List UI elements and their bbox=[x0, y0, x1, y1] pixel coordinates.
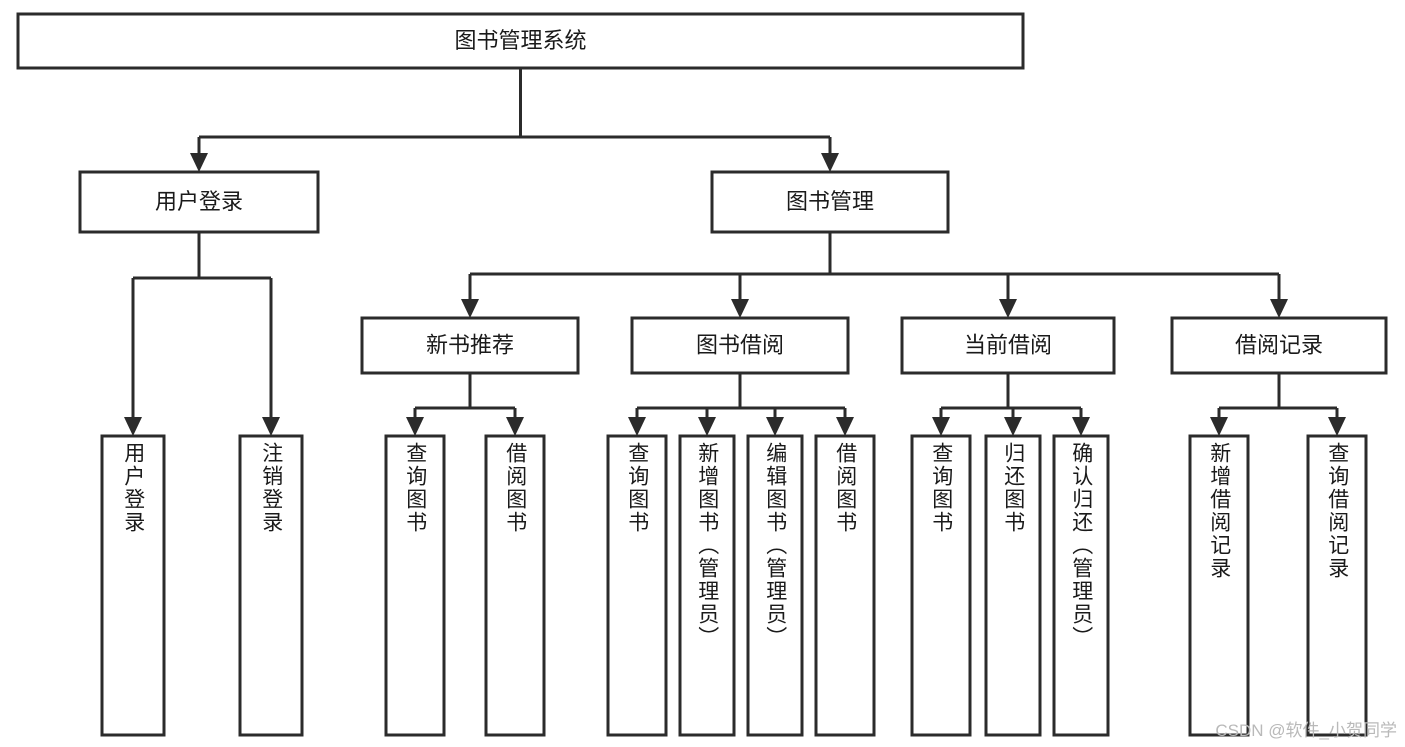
arrow-head-icon bbox=[821, 153, 839, 172]
node-box-leaf-3[interactable] bbox=[484, 434, 546, 737]
arrow-head-icon bbox=[190, 153, 208, 172]
node-box-leaf-8[interactable] bbox=[910, 434, 972, 737]
arrow-head-icon bbox=[999, 299, 1017, 318]
arrow-head-icon bbox=[1210, 417, 1228, 436]
node-box-leaf-0[interactable] bbox=[100, 434, 166, 737]
node-box-leaf-7[interactable] bbox=[814, 434, 876, 737]
node-label-root: 图书管理系统 bbox=[454, 28, 586, 53]
arrow-head-icon bbox=[461, 299, 479, 318]
arrow-head-icon bbox=[1328, 417, 1346, 436]
arrow-head-icon bbox=[1004, 417, 1022, 436]
arrow-head-icon bbox=[836, 417, 854, 436]
arrow-head-icon bbox=[628, 417, 646, 436]
node-label-level3-0: 新书推荐 bbox=[426, 332, 514, 357]
arrow-head-icon bbox=[506, 417, 524, 436]
node-box-leaf-12[interactable] bbox=[1306, 434, 1368, 737]
node-box-leaf-11[interactable] bbox=[1188, 434, 1250, 737]
box-layer bbox=[16, 12, 1388, 737]
arrow-head-icon bbox=[932, 417, 950, 436]
node-box-level3-0[interactable] bbox=[360, 316, 580, 375]
node-box-level2-1[interactable] bbox=[710, 170, 950, 234]
node-label-level3-1: 图书借阅 bbox=[696, 332, 784, 357]
node-label-level2-0: 用户登录 bbox=[155, 189, 243, 214]
node-box-leaf-2[interactable] bbox=[384, 434, 446, 737]
arrow-head-icon bbox=[1270, 299, 1288, 318]
arrow-head-icon bbox=[731, 299, 749, 318]
arrow-head-icon bbox=[124, 417, 142, 436]
arrow-head-icon bbox=[406, 417, 424, 436]
csdn-watermark: CSDN @软件_小贺同学 bbox=[1215, 721, 1397, 740]
node-box-leaf-10[interactable] bbox=[1052, 434, 1110, 737]
node-box-level3-2[interactable] bbox=[900, 316, 1116, 375]
node-label-level3-3: 借阅记录 bbox=[1235, 332, 1323, 357]
arrow-head-icon bbox=[698, 417, 716, 436]
node-box-level3-3[interactable] bbox=[1170, 316, 1388, 375]
node-box-leaf-6[interactable] bbox=[746, 434, 804, 737]
node-box-leaf-5[interactable] bbox=[678, 434, 736, 737]
connector-layer bbox=[124, 68, 1346, 436]
node-box-leaf-9[interactable] bbox=[984, 434, 1042, 737]
node-box-level2-0[interactable] bbox=[78, 170, 320, 234]
node-label-level2-1: 图书管理 bbox=[786, 189, 874, 214]
node-box-level3-1[interactable] bbox=[630, 316, 850, 375]
node-box-leaf-1[interactable] bbox=[238, 434, 304, 737]
arrow-head-icon bbox=[1072, 417, 1090, 436]
arrow-head-icon bbox=[766, 417, 784, 436]
arrow-head-icon bbox=[262, 417, 280, 436]
node-box-leaf-4[interactable] bbox=[606, 434, 668, 737]
node-label-level3-2: 当前借阅 bbox=[964, 332, 1052, 357]
node-box-root[interactable] bbox=[16, 12, 1025, 70]
